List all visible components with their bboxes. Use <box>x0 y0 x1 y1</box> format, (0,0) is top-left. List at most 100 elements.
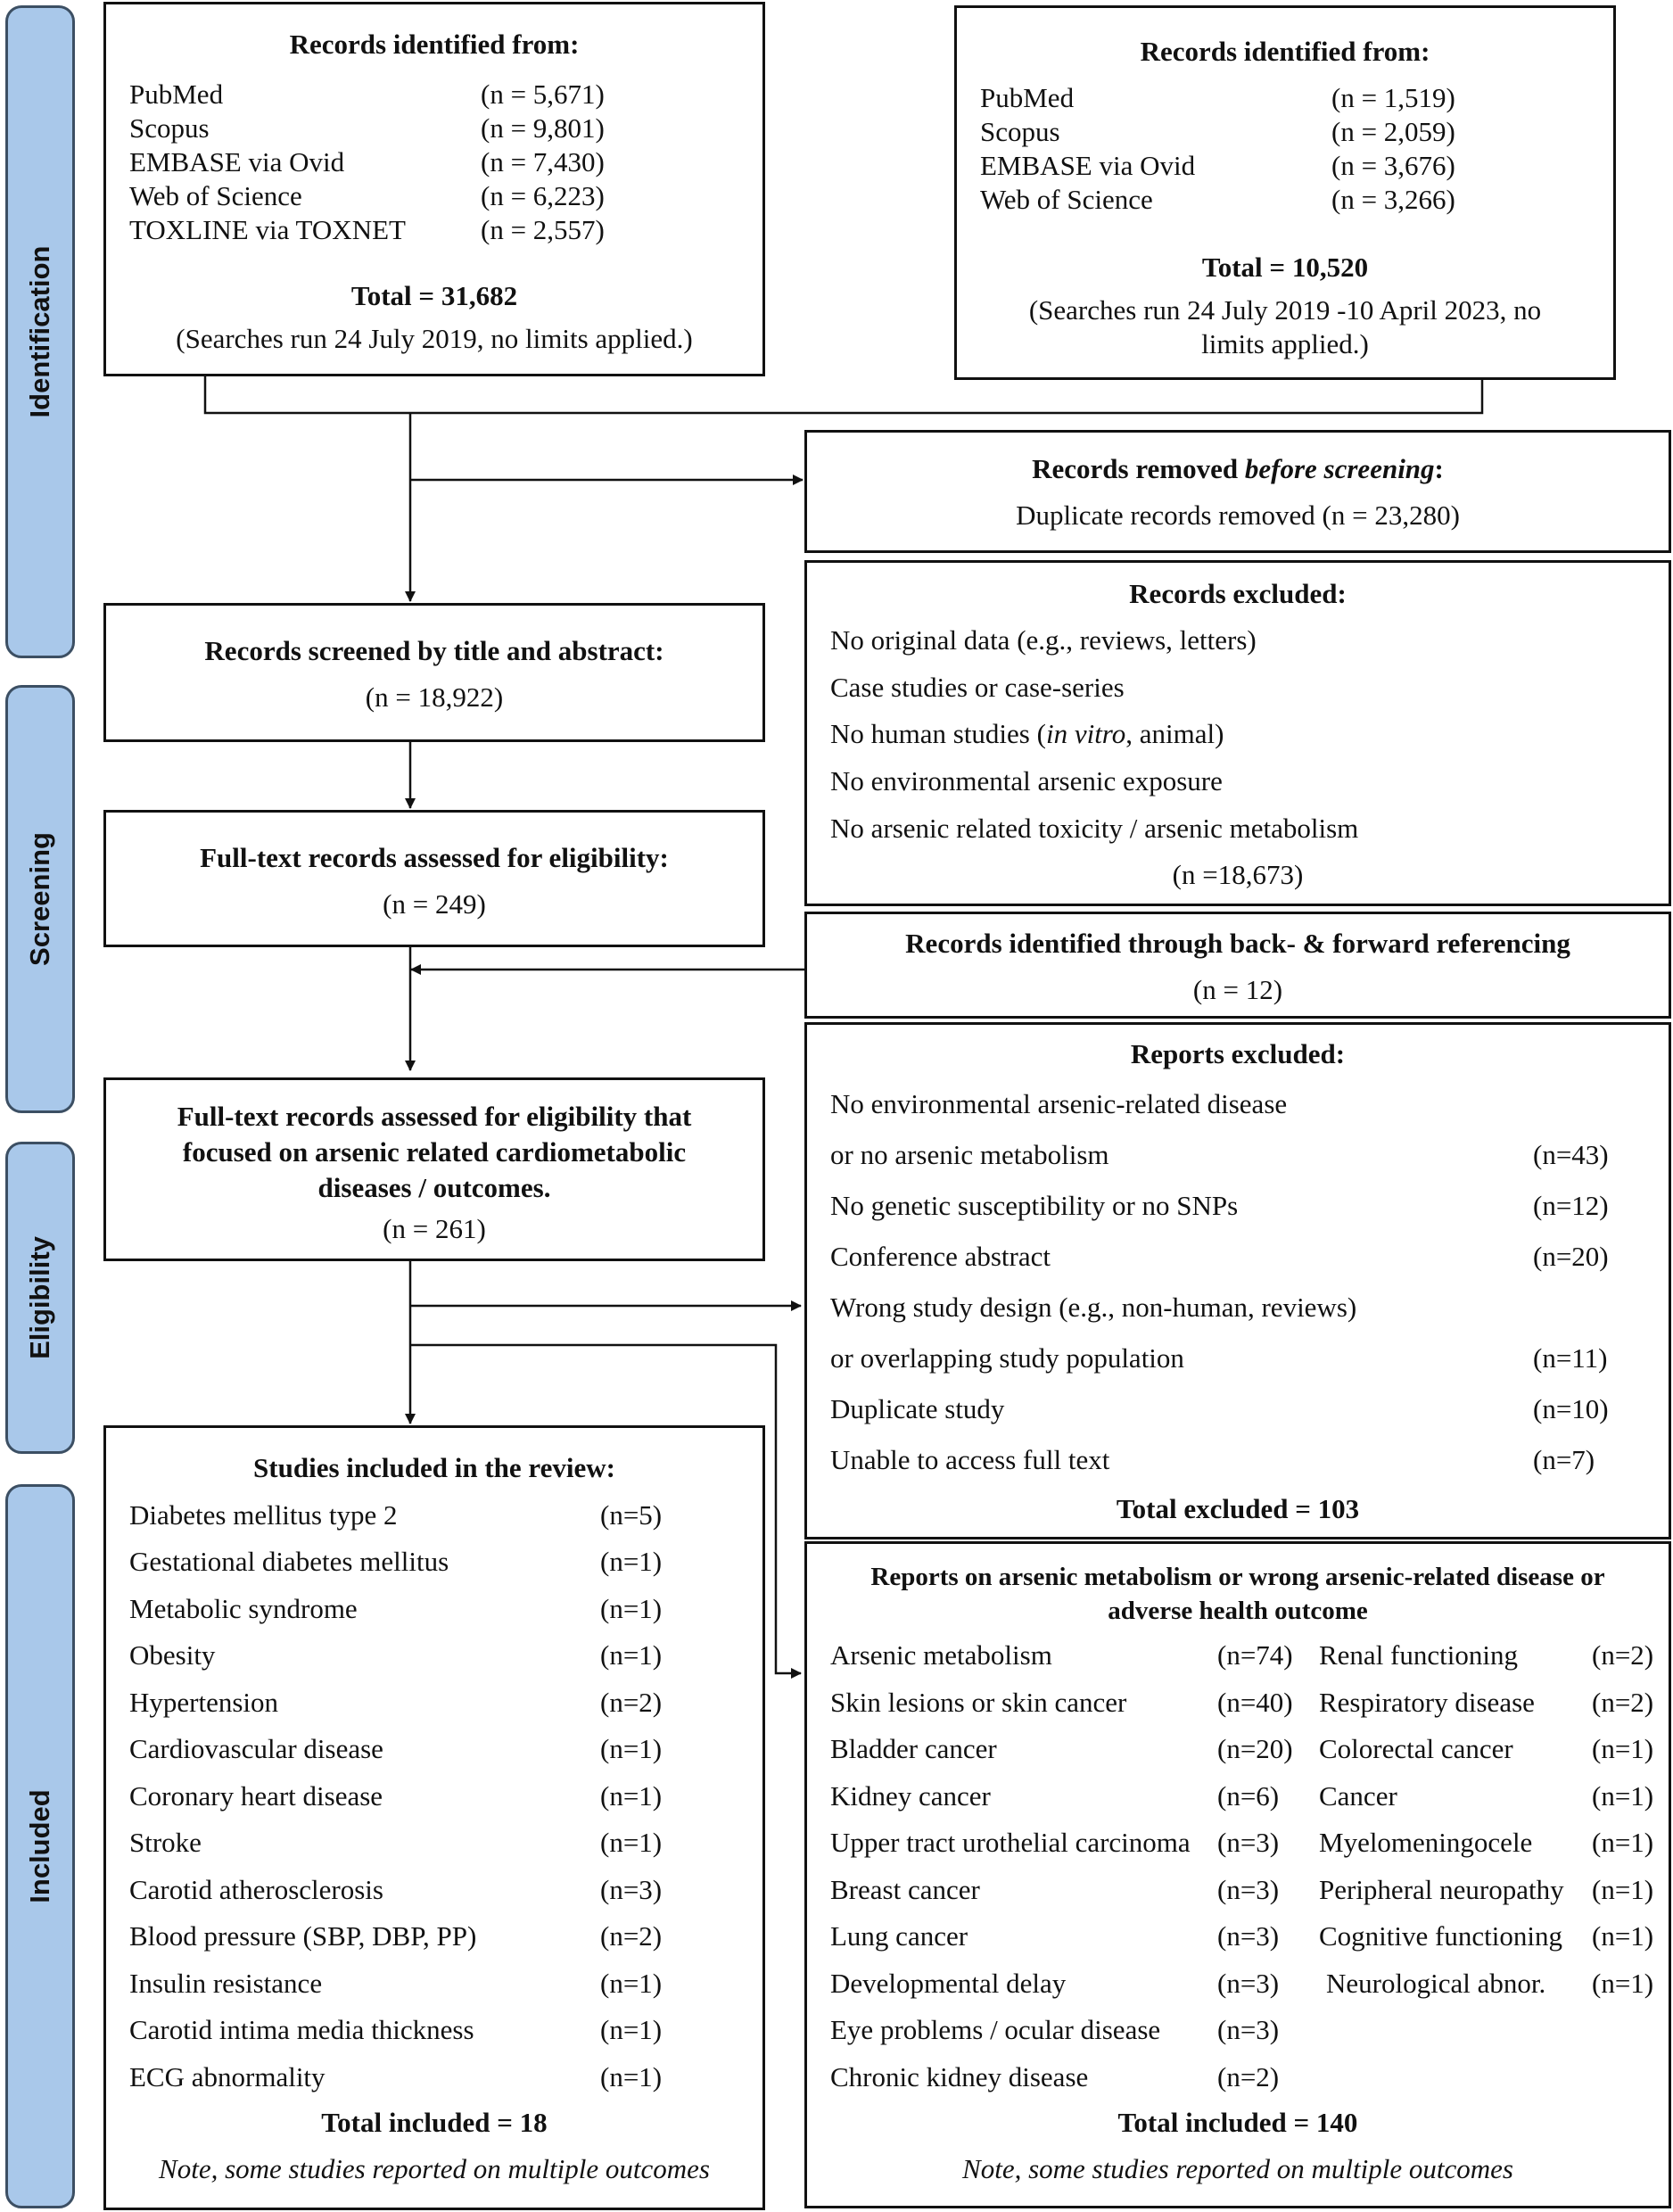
reason-count: (n=12) <box>1533 1190 1609 1221</box>
box-count: (n = 249) <box>383 888 486 920</box>
box-line: Duplicate records removed (n = 23,280) <box>1016 499 1460 531</box>
report-label: Developmental delay <box>830 1968 1067 1999</box>
reason-part: in vitro <box>1045 718 1126 749</box>
box-title: Records removed before screening: <box>807 452 1669 486</box>
box-title: Reports on arsenic metabolism or wrong a… <box>870 1563 1605 1591</box>
outcome-count: (n=1) <box>600 2061 663 2092</box>
source-name: PubMed <box>980 82 1075 113</box>
report-count: (n=6) <box>1217 1780 1280 1812</box>
source-name: EMBASE via Ovid <box>129 146 345 177</box>
report-label: Bladder cancer <box>830 1733 997 1764</box>
exclusion-reason: No original data (e.g., reviews, letters… <box>830 624 1257 656</box>
box-total: Total = 31,682 <box>350 280 518 311</box>
report-count: (n=2) <box>1217 2061 1280 2092</box>
title-part: : <box>1434 453 1444 484</box>
outcome-count: (n=1) <box>600 1780 663 1812</box>
search-box-2023: Records identified from: PubMed (n = 1,5… <box>954 5 1616 380</box>
outcome-label: Carotid atherosclerosis <box>129 1874 383 1905</box>
outcome-label: Diabetes mellitus type 2 <box>129 1499 398 1531</box>
phase-eligibility: Eligibility <box>5 1142 75 1454</box>
included-box: Studies included in the review: Diabetes… <box>103 1425 765 2210</box>
outcome-count: (n=2) <box>600 1920 663 1952</box>
outcome-label: Obesity <box>129 1639 216 1671</box>
report-label: Upper tract urothelial carcinoma <box>830 1827 1191 1858</box>
outcome-label: Blood pressure (SBP, DBP, PP) <box>129 1920 477 1952</box>
source-count: (n = 2,557) <box>481 214 605 245</box>
report-label: Eye problems / ocular disease <box>830 2014 1161 2045</box>
outcome-label: Cardiovascular disease <box>129 1733 383 1764</box>
reports-excluded-box: Reports excluded: No environmental arsen… <box>804 1022 1671 1539</box>
report-count: (n=2) <box>1592 1639 1654 1671</box>
outcome-count: (n=1) <box>600 1827 663 1858</box>
report-count: (n=1) <box>1592 1968 1654 1999</box>
source-count: (n = 3,266) <box>1331 184 1455 215</box>
outcome-label: Metabolic syndrome <box>129 1593 358 1624</box>
box-note: (Searches run 24 July 2019, no limits ap… <box>176 323 693 354</box>
reason-count: (n=43) <box>1533 1139 1609 1170</box>
backref-box: Records identified through back- & forwa… <box>804 912 1671 1019</box>
source-count: (n = 6,223) <box>481 180 605 211</box>
reason-label: Duplicate study <box>830 1393 1005 1424</box>
title-part: Records removed <box>1032 453 1245 484</box>
report-count: (n=1) <box>1592 1780 1654 1812</box>
report-label: Breast cancer <box>830 1874 980 1905</box>
source-name: TOXLINE via TOXNET <box>129 214 406 245</box>
source-count: (n = 1,519) <box>1331 82 1455 113</box>
report-label: Skin lesions or skin cancer <box>830 1687 1127 1718</box>
box-title: Records screened by title and abstract: <box>204 635 664 666</box>
source-count: (n = 7,430) <box>481 146 605 177</box>
box-title: adverse health outcome <box>1108 1597 1368 1625</box>
search-box-2019: Records identified from: PubMed (n = 5,6… <box>103 2 765 376</box>
reason-label: or no arsenic metabolism <box>830 1139 1109 1170</box>
box-title: Full-text records assessed for eligibili… <box>200 842 669 873</box>
reason-part: , animal) <box>1125 718 1224 749</box>
outcome-count: (n=3) <box>600 1874 663 1905</box>
box-total: Total included = 18 <box>321 2107 548 2138</box>
outcome-label: Hypertension <box>129 1687 279 1718</box>
report-label: Peripheral neuropathy <box>1319 1874 1564 1905</box>
box-title: Studies included in the review: <box>253 1452 615 1483</box>
report-count: (n=20) <box>1217 1733 1293 1764</box>
box-count: (n =18,673) <box>1172 859 1304 890</box>
report-count: (n=3) <box>1217 2014 1280 2045</box>
reason-label: Wrong study design (e.g., non-human, rev… <box>830 1292 1357 1323</box>
reason-label: No environmental arsenic-related disease <box>830 1088 1288 1119</box>
report-count: (n=3) <box>1217 1827 1280 1858</box>
outcome-count: (n=1) <box>600 1968 663 1999</box>
report-count: (n=40) <box>1217 1687 1293 1718</box>
reason-label: Conference abstract <box>830 1241 1051 1272</box>
report-label: Cognitive functioning <box>1319 1920 1562 1952</box>
report-count: (n=1) <box>1592 1920 1654 1952</box>
arrow-to-other-reports <box>410 1343 802 1679</box>
phase-screening: Screening <box>5 685 75 1113</box>
screened-box: Records screened by title and abstract: … <box>103 603 765 742</box>
report-count: (n=3) <box>1217 1874 1280 1905</box>
source-name: EMBASE via Ovid <box>980 150 1196 181</box>
phase-identification: Identification <box>5 5 75 658</box>
box-total: Total excluded = 103 <box>1116 1493 1360 1524</box>
reason-part: No human studies ( <box>830 718 1046 749</box>
reason-count: (n=20) <box>1533 1241 1609 1272</box>
report-label: Lung cancer <box>830 1920 968 1952</box>
box-title: focused on arsenic related cardiometabol… <box>182 1136 687 1168</box>
report-label: Neurological abnor. <box>1326 1968 1546 1999</box>
reason-count: (n=11) <box>1533 1342 1608 1374</box>
source-count: (n = 2,059) <box>1331 116 1455 147</box>
source-name: PubMed <box>129 78 224 110</box>
outcome-count: (n=5) <box>600 1499 663 1531</box>
source-count: (n = 5,671) <box>481 78 605 110</box>
report-count: (n=1) <box>1592 1874 1654 1905</box>
reason-label: or overlapping study population <box>830 1342 1184 1374</box>
report-label: Kidney cancer <box>830 1780 991 1812</box>
exclusion-reason: No environmental arsenic exposure <box>830 765 1223 796</box>
exclusion-reason: No arsenic related toxicity / arsenic me… <box>830 813 1359 844</box>
source-name: Scopus <box>980 116 1060 147</box>
report-count: (n=74) <box>1217 1639 1293 1671</box>
removed-box: Records removed before screening: Duplic… <box>804 430 1671 553</box>
reason-label: No genetic susceptibility or no SNPs <box>830 1190 1239 1221</box>
box-note: limits applied.) <box>1201 328 1369 359</box>
report-label: Arsenic metabolism <box>830 1639 1052 1671</box>
outcome-label: Coronary heart disease <box>129 1780 383 1812</box>
box-note: (Searches run 24 July 2019 -10 April 202… <box>1028 294 1542 326</box>
